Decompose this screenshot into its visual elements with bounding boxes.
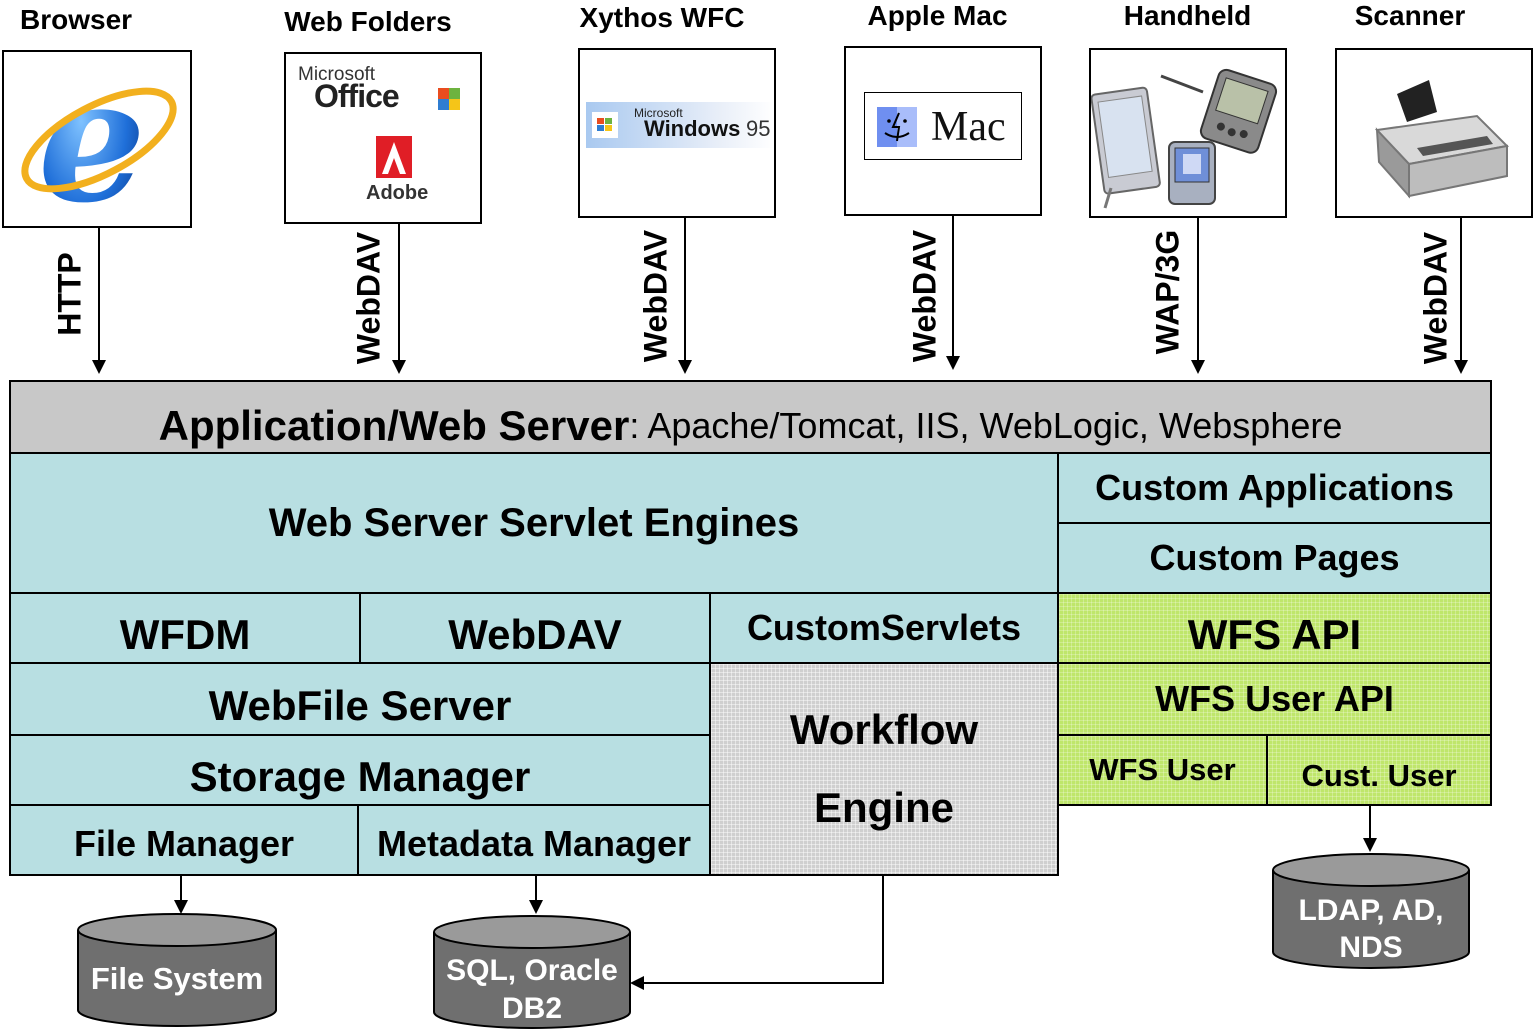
wfs-api-block: WFS API — [1057, 592, 1492, 664]
cust-user-block: Cust. User — [1266, 734, 1492, 806]
apple-mac-client-box: Mac — [844, 46, 1042, 216]
connector-workflow-left — [644, 982, 884, 984]
storage-manager-block: Storage Manager — [9, 734, 711, 806]
adobe-label: Adobe — [366, 182, 429, 204]
arrow-workflow-to-db — [630, 976, 644, 990]
web-folders-client-box: Microsoft Office Adobe — [284, 52, 482, 224]
windows-version: 95 — [746, 116, 771, 141]
protocol-label-web-folders: WebDAV — [350, 231, 387, 365]
windows-logo: Windows — [644, 116, 741, 141]
app-web-server-label: Application/Web Server — [158, 402, 630, 449]
windows95-icon: Microsoft Windows 95 — [586, 102, 774, 148]
workflow-engine-block: Workflow Engine — [709, 662, 1059, 876]
arrow-scanner — [1454, 360, 1468, 374]
file-system-cylinder — [77, 913, 277, 1027]
connector-scanner — [1460, 218, 1462, 362]
connector-handheld — [1197, 218, 1199, 362]
ldap-label-1: LDAP, AD, — [1298, 894, 1444, 927]
protocol-label-handheld: WAP/3G — [1149, 229, 1186, 355]
sql-db-cylinder — [433, 915, 631, 1029]
servlet-engines-block: Web Server Servlet Engines — [9, 452, 1059, 594]
arrow-ldap — [1363, 838, 1377, 852]
connector-workflow-down — [882, 876, 884, 984]
protocol-label-scanner: WebDAV — [1417, 231, 1454, 365]
svg-text:e: e — [38, 52, 146, 226]
client-title-xythos-wfc: Xythos WFC — [579, 2, 745, 33]
ldap-cylinder — [1272, 853, 1470, 969]
handheld-client-box — [1089, 48, 1287, 218]
custom-pages-block: Custom Pages — [1057, 522, 1492, 594]
workflow-engine-label-2: Engine — [813, 784, 954, 831]
client-title-web-folders: Web Folders — [284, 6, 452, 37]
file-manager-block: File Manager — [9, 804, 359, 876]
office-flag-icon — [438, 88, 460, 110]
arrow-browser — [92, 360, 106, 374]
wfs-user-block: WFS User — [1057, 734, 1268, 806]
adobe-icon — [376, 136, 412, 183]
arrow-sql-db — [529, 900, 543, 914]
client-title-handheld: Handheld — [1123, 0, 1252, 31]
connector-xythos — [684, 218, 686, 362]
mac-label: Mac — [931, 104, 1006, 150]
webfile-server-block: WebFile Server — [9, 662, 711, 736]
ldap-label-2: NDS — [1339, 931, 1403, 964]
scanner-client-box — [1335, 48, 1533, 218]
browser-client-box: e — [2, 50, 192, 228]
connector-metadata-manager — [535, 876, 537, 902]
sql-db-label-1: SQL, Oracle — [446, 954, 618, 987]
protocol-label-http: HTTP — [51, 252, 88, 336]
sql-db-label-2: DB2 — [501, 992, 562, 1025]
office-logo-small: Microsoft — [298, 64, 376, 85]
office-logo: Office — [314, 78, 400, 114]
connector-file-manager — [180, 876, 182, 902]
protocol-label-xythos: WebDAV — [637, 229, 674, 363]
arrow-xythos — [678, 360, 692, 374]
arrow-file-system — [174, 900, 188, 914]
custom-servlets-block: CustomServlets — [709, 592, 1059, 664]
custom-applications-block: Custom Applications — [1057, 452, 1492, 524]
file-system-label: File System — [90, 961, 264, 996]
windows-logo-small: Microsoft — [634, 106, 683, 120]
webdav-block: WebDAV — [359, 592, 711, 664]
scanner-icon — [1374, 80, 1510, 199]
workflow-engine-label-1: Workflow — [789, 706, 979, 753]
connector-cust-user — [1369, 806, 1371, 840]
connector-web-folders — [398, 224, 400, 362]
internet-explorer-icon: e — [21, 52, 177, 226]
app-web-server-products: : Apache/Tomcat, IIS, WebLogic, Webspher… — [629, 405, 1343, 446]
wfs-user-api-block: WFS User API — [1057, 662, 1492, 736]
wfdm-block: WFDM — [9, 592, 361, 664]
client-title-browser: Browser — [20, 4, 133, 35]
arrow-handheld — [1191, 360, 1205, 374]
connector-apple-mac — [952, 216, 954, 358]
connector-browser — [98, 228, 100, 362]
client-title-scanner: Scanner — [1354, 0, 1466, 31]
handheld-devices-icon — [1091, 68, 1278, 209]
app-web-server-bar: Application/Web Server: Apache/Tomcat, I… — [9, 380, 1492, 454]
arrow-web-folders — [392, 360, 406, 374]
xythos-wfc-client-box: Microsoft Windows 95 — [578, 48, 776, 218]
mac-icon: Mac — [864, 92, 1022, 160]
arrow-apple-mac — [946, 356, 960, 370]
protocol-label-apple-mac: WebDAV — [906, 229, 943, 363]
metadata-manager-block: Metadata Manager — [357, 804, 711, 876]
client-title-apple-mac: Apple Mac — [867, 0, 1008, 31]
